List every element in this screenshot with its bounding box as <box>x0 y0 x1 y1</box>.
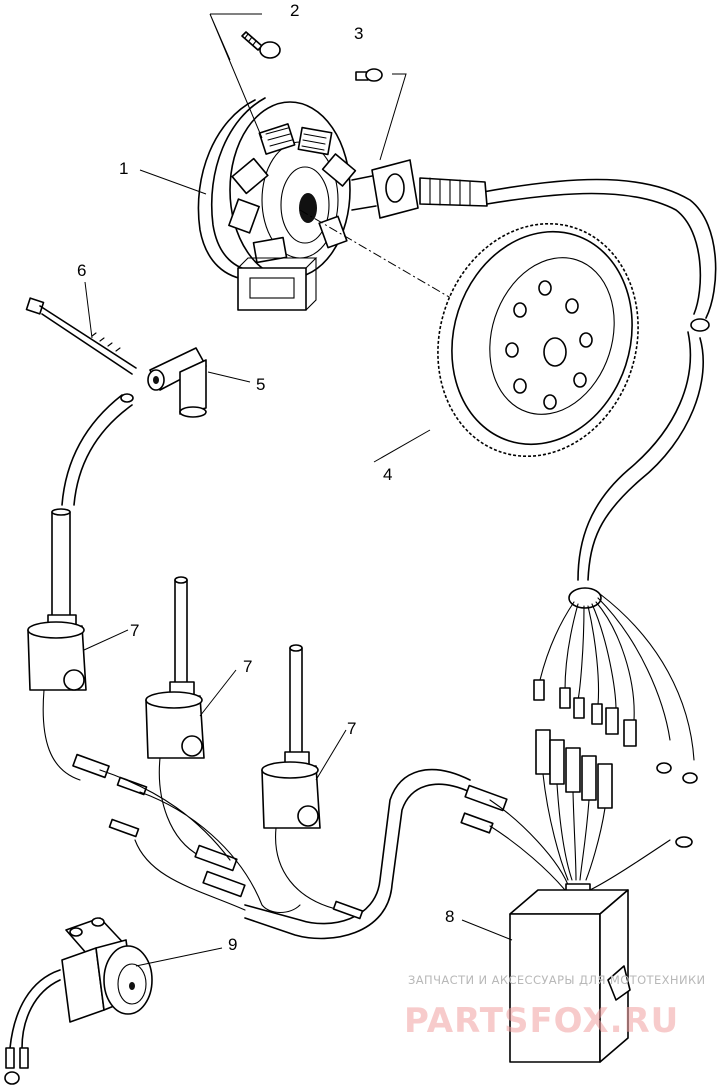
watermark-tagline: ЗАПЧАСТИ И АКСЕССУАРЫ ДЛЯ МОТОТЕХНИКИ <box>408 973 706 987</box>
label-part-9: 9 <box>228 935 237 954</box>
wire-bullet-connectors <box>72 753 571 920</box>
starter-solenoid <box>4 917 153 1085</box>
watermark: ЗАПЧАСТИ И АКСЕССУАРЫ ДЛЯ МОТОТЕХНИКИ PA… <box>404 973 706 1041</box>
stator-screw <box>241 31 281 59</box>
ignition-coil-2 <box>145 576 205 857</box>
cable-tie <box>25 297 137 375</box>
label-part-5: 5 <box>256 375 265 394</box>
spark-plug-cap <box>147 347 207 418</box>
stator-connector <box>237 257 318 311</box>
assembly-centerline <box>299 209 541 351</box>
leader-lines <box>83 169 513 967</box>
label-part-7-first: 7 <box>130 621 139 640</box>
label-part-2: 2 <box>290 1 299 20</box>
label-part-6: 6 <box>77 261 86 280</box>
label-part-3: 3 <box>354 24 363 43</box>
ignition-coil-1 <box>27 508 87 781</box>
label-part-4: 4 <box>383 465 392 484</box>
main-wire-tube <box>482 178 717 581</box>
wire-harness-breakout <box>533 587 698 891</box>
label-part-7-third: 7 <box>347 719 356 738</box>
stator-coils <box>228 123 357 264</box>
part-labels: 1 2 3 4 5 6 7 7 7 8 9 <box>77 1 454 954</box>
ht-lead-1 <box>61 393 134 506</box>
label-part-7-second: 7 <box>243 657 252 676</box>
secondary-wire-loom <box>134 768 471 940</box>
ignition-coil-3 <box>261 644 341 911</box>
label-part-8: 8 <box>445 907 454 926</box>
flywheel <box>437 222 639 458</box>
flywheel-holes <box>505 280 593 410</box>
cdi-box <box>509 883 631 1063</box>
cable-clamp-screw <box>355 68 383 82</box>
stator-cable-exit <box>351 159 488 219</box>
label-part-1: 1 <box>119 159 128 178</box>
watermark-brand: PARTSFOX.RU <box>404 1001 679 1041</box>
stator-assembly <box>197 97 488 311</box>
